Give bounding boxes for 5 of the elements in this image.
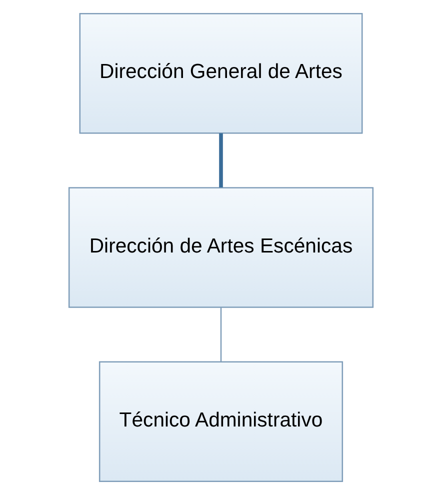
node-box: Dirección General de Artes xyxy=(78,12,362,134)
connector xyxy=(220,307,222,362)
connector xyxy=(218,133,222,188)
node-box: Técnico Administrativo xyxy=(98,361,343,482)
node-box: Dirección de Artes Escénicas xyxy=(68,187,374,308)
